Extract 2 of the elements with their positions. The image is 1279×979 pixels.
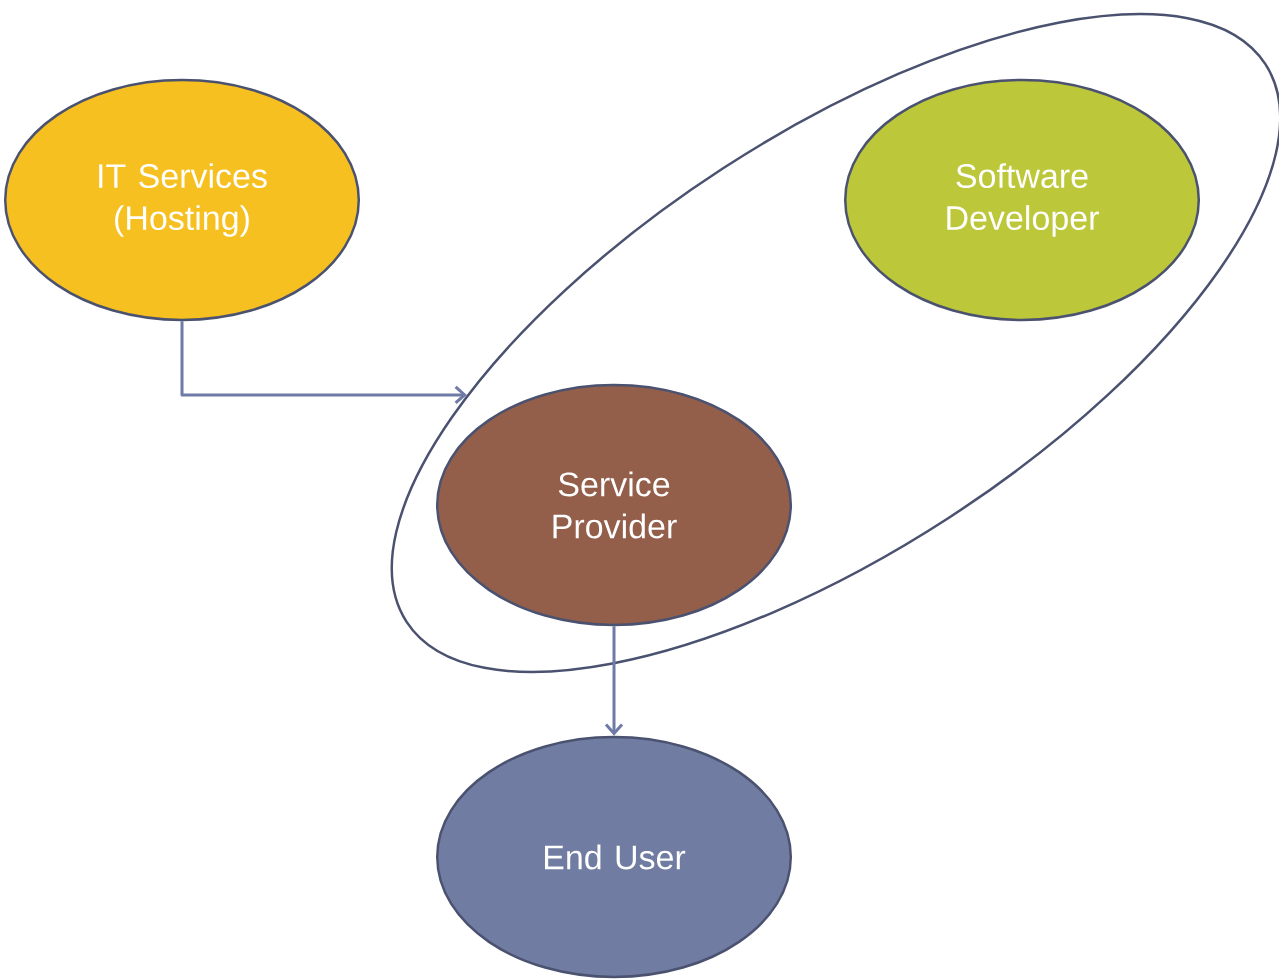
- arrow: [180, 321, 467, 404]
- arrow: [604, 626, 624, 736]
